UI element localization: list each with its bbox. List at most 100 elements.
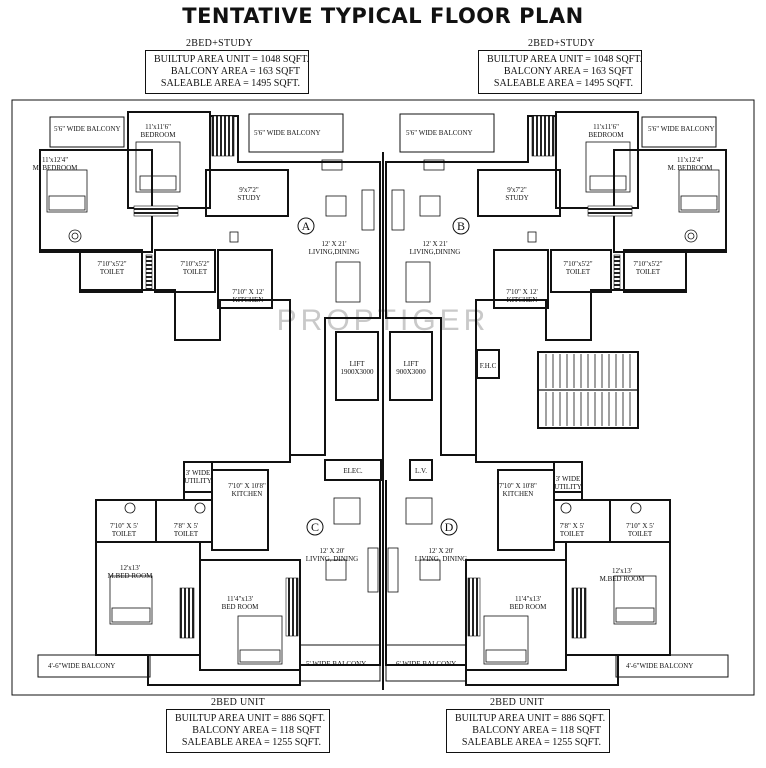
room-dim: 7'10" X 12' <box>232 288 263 296</box>
balcony-label: 5'6" WIDE BALCONY <box>406 129 473 137</box>
balcony-label: 5' WIDE BALCONY <box>306 660 366 668</box>
unit-d-furniture <box>387 497 657 665</box>
room-label: LIVING,DINING <box>410 248 461 256</box>
room-dim: 7'10" X 5' <box>110 522 138 530</box>
balcony-area: BALCONY AREA = 118 SQFT <box>192 725 321 736</box>
staircase <box>537 351 639 429</box>
room-label: KITCHEN <box>232 490 263 498</box>
room-label: STUDY <box>237 194 260 202</box>
balcony-label: 5'6" WIDE BALCONY <box>648 125 715 133</box>
room-dim: 11'4"x13' <box>227 595 253 603</box>
room-label: BED ROOM <box>222 603 260 611</box>
balcony-label: 6' WIDE BALCONY <box>396 660 456 668</box>
wardrobe-b1 <box>531 115 555 157</box>
balcony-area: BALCONY AREA = 118 SQFT <box>472 725 601 736</box>
room-dim: 3' WIDE <box>186 469 211 477</box>
room-dim: 7'10" X 10'8" <box>499 482 537 490</box>
room-dim: 7'10"x5'2" <box>563 260 592 268</box>
balcony-label: 5'6" WIDE BALCONY <box>254 129 321 137</box>
room-label: BEDROOM <box>588 131 624 139</box>
balcony-label: 5'6" WIDE BALCONY <box>54 125 121 133</box>
unit-a-balconies <box>49 113 344 153</box>
room-label: UTILITY <box>554 483 582 491</box>
room-dim: 7'8" X 5' <box>560 522 584 530</box>
balcony-area: BALCONY AREA = 163 SQFT <box>503 66 633 77</box>
room-dim: 7'10"x5'2" <box>633 260 662 268</box>
room-dim: 12'x13' <box>120 564 140 572</box>
builtup-area: BUILTUP AREA UNIT = 886 SQFT. <box>175 713 326 724</box>
wardrobe-c1 <box>285 577 299 637</box>
unit-b-balconies <box>399 113 717 153</box>
room-dim: 7'10"x5'2" <box>180 260 209 268</box>
room-dim: 7'10" X 12' <box>506 288 537 296</box>
room-label: TOILET <box>183 268 208 276</box>
room-label: LIVING, DINING <box>415 555 468 563</box>
room-dim: 11'x11'6" <box>593 123 619 131</box>
room-label: BED ROOM <box>510 603 548 611</box>
room-label: M. BEDROOM <box>33 164 79 172</box>
room-dim: 11'x12'4" <box>677 156 703 164</box>
room-dim: 3' WIDE <box>556 475 581 483</box>
saleable-area: SALEABLE AREA = 1495 SQFT. <box>493 78 633 89</box>
unit-type-bottom-right: 2BED UNIT <box>490 697 545 708</box>
area-box-bottom-left: BUILTUP AREA UNIT = 886 SQFT. BALCONY AR… <box>166 709 330 753</box>
room-dim: 7'8" X 5' <box>174 522 198 530</box>
room-dim: 12' X 21' <box>422 240 447 248</box>
fhc-label: F.H.C <box>480 362 497 370</box>
room-label: UTILITY <box>184 477 212 485</box>
room-label: TOILET <box>174 530 199 538</box>
room-label: KITCHEN <box>507 296 538 304</box>
unit-a-labels: 5'6" WIDE BALCONY 5'6" WIDE BALCONY 11'x… <box>33 123 360 304</box>
unit-type-bottom-left: 2BED UNIT <box>211 697 266 708</box>
room-label: TOILET <box>628 530 653 538</box>
wardrobe-a1 <box>211 115 235 157</box>
unit-b-walls <box>385 111 727 456</box>
unit-d-marker: D <box>440 518 458 536</box>
svg-text:A: A <box>302 219 311 233</box>
unit-type-top-left: 2BED+STUDY <box>186 38 253 49</box>
room-label: TOILET <box>100 268 125 276</box>
room-label: KITCHEN <box>233 296 264 304</box>
room-dim: 11'x12'4" <box>42 156 68 164</box>
unit-d-labels: 3' WIDE UTILITY 7'10" X 10'8" KITCHEN 7'… <box>396 475 693 670</box>
room-label: TOILET <box>566 268 591 276</box>
saleable-area: SALEABLE AREA = 1495 SQFT. <box>160 78 300 89</box>
room-dim: 11'4"x13' <box>515 595 541 603</box>
unit-b-labels: 5'6" WIDE BALCONY 5'6" WIDE BALCONY 11'x… <box>406 123 715 304</box>
room-dim: 12' X 20' <box>319 547 344 555</box>
svg-text:B: B <box>457 219 465 233</box>
unit-c-labels: 3' WIDE UTILITY 7'10" X 10'8" KITCHEN 7'… <box>48 469 366 670</box>
wardrobe-d2 <box>571 587 587 639</box>
room-label: STUDY <box>505 194 528 202</box>
svg-text:C: C <box>311 520 319 534</box>
balcony-label: 4'-6"WIDE BALCONY <box>48 662 115 670</box>
saleable-area: SALEABLE AREA = 1255 SQFT. <box>461 737 601 748</box>
shaft-a <box>145 254 153 290</box>
area-box-top-right: BUILTUP AREA UNIT = 1048 SQFT. BALCONY A… <box>478 50 642 94</box>
room-label: TOILET <box>636 268 661 276</box>
balcony-area: BALCONY AREA = 163 SQFT <box>170 66 300 77</box>
wardrobe-c2 <box>179 587 195 639</box>
unit-b-furniture <box>391 141 720 303</box>
area-box-bottom-right: BUILTUP AREA UNIT = 886 SQFT. BALCONY AR… <box>446 709 610 753</box>
unit-b-marker: B <box>452 217 470 235</box>
room-label: M.BED ROOM <box>600 575 646 583</box>
balcony-label: 4'-6"WIDE BALCONY <box>626 662 693 670</box>
builtup-area: BUILTUP AREA UNIT = 886 SQFT. <box>455 713 606 724</box>
unit-a-furniture <box>46 141 375 303</box>
core-walls <box>324 152 500 690</box>
room-label: LIVING,DINING <box>309 248 360 256</box>
room-label: TOILET <box>560 530 585 538</box>
outer-boundary <box>11 99 755 696</box>
wardrobe-d1 <box>467 577 481 637</box>
room-dim: 9'x7'2" <box>239 186 259 194</box>
wardrobe-b2 <box>587 205 633 217</box>
unit-a-marker: A <box>297 217 315 235</box>
lift-dim: 900X3000 <box>396 368 426 376</box>
room-label: TOILET <box>112 530 137 538</box>
room-label: KITCHEN <box>503 490 534 498</box>
lv-label: L.V. <box>415 467 427 475</box>
saleable-area: SALEABLE AREA = 1255 SQFT. <box>181 737 321 748</box>
room-label: LIVING, DINING <box>306 555 359 563</box>
